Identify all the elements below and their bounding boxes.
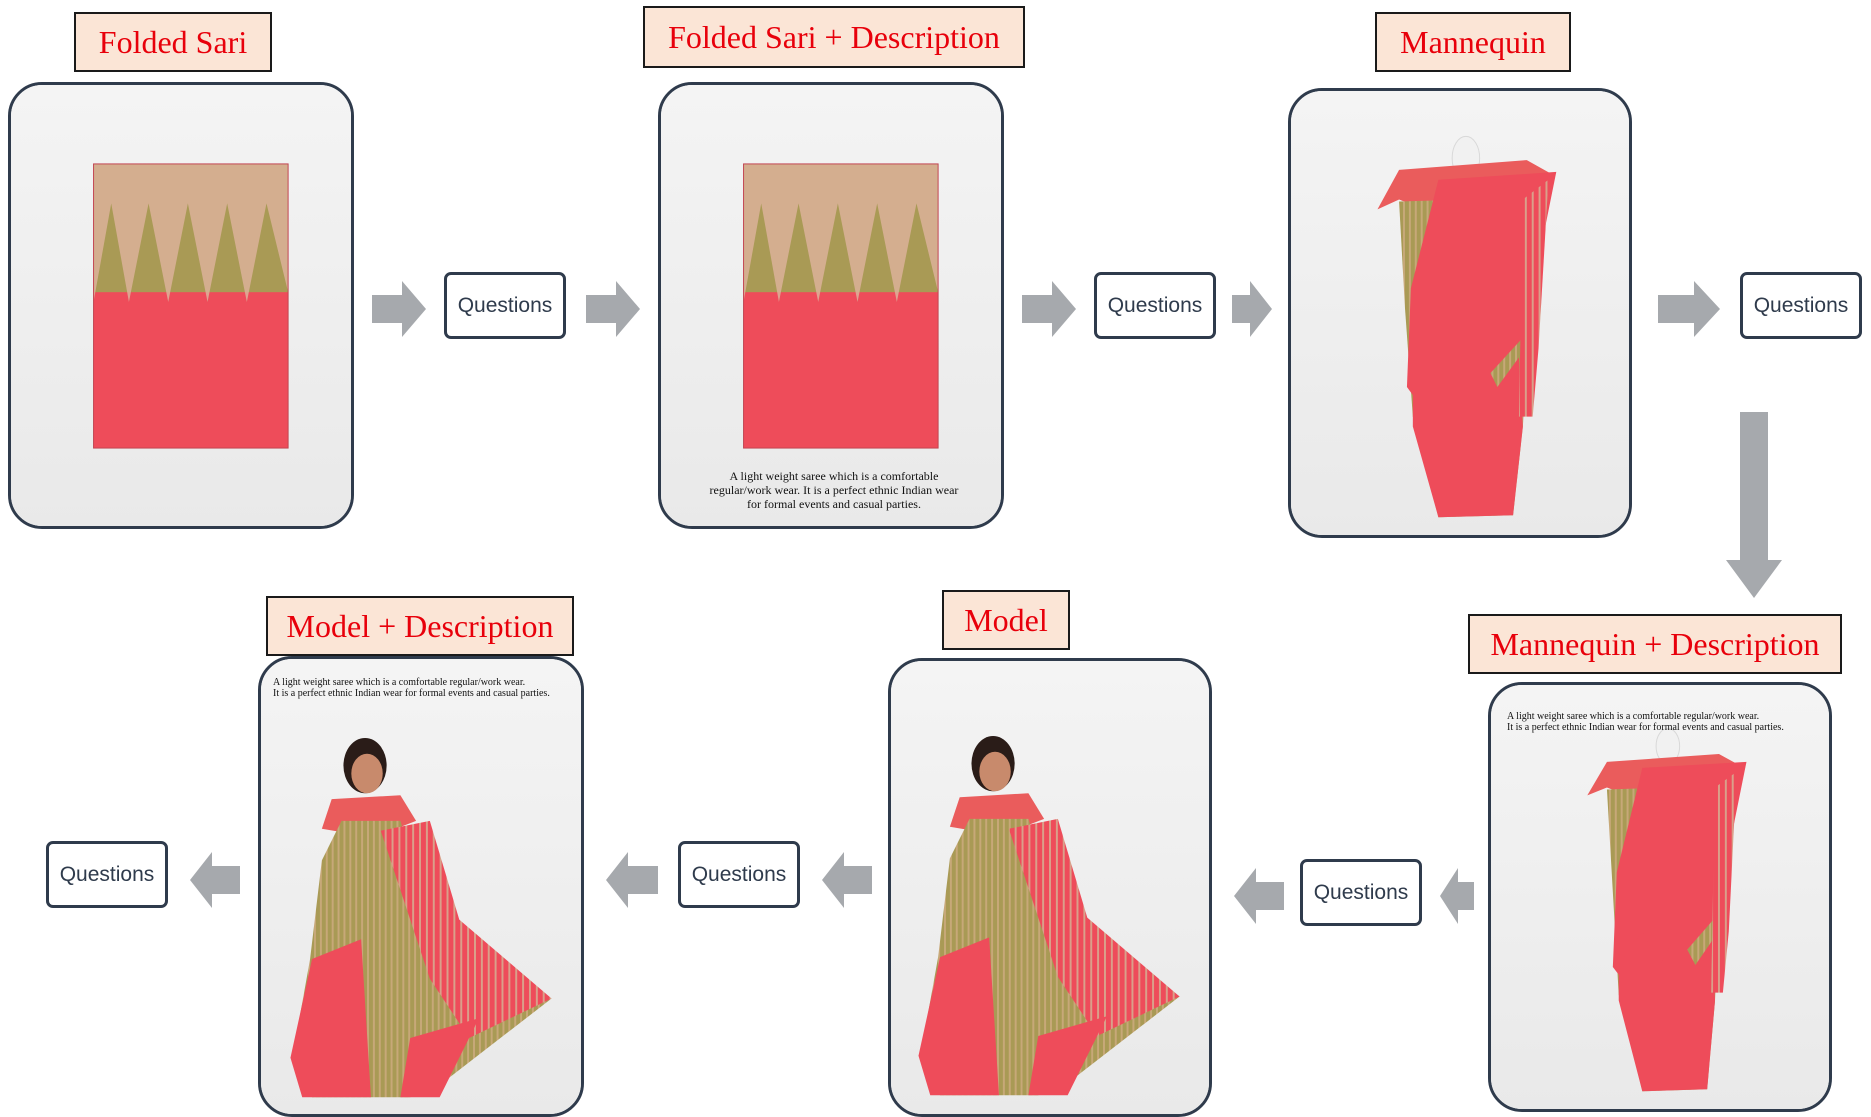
description-text: A light weight saree which is a comforta… (671, 469, 997, 511)
arrow-right (586, 281, 640, 337)
description-text: A light weight saree which is a comforta… (1507, 711, 1827, 733)
model-image (888, 658, 1212, 1117)
questions-box: Questions (444, 272, 566, 339)
arrow-right (1232, 281, 1272, 337)
arrow-left (190, 852, 240, 908)
label-mannequin-description: Mannequin + Description (1468, 614, 1842, 674)
questions-box: Questions (678, 841, 800, 908)
label-mannequin: Mannequin (1375, 12, 1571, 72)
arrow-left (822, 852, 872, 908)
label-model: Model (942, 590, 1070, 650)
model-description-image: A light weight saree which is a comforta… (258, 656, 584, 1117)
arrow-right (372, 281, 426, 337)
mannequin-description-image: A light weight saree which is a comforta… (1488, 682, 1832, 1112)
description-text: A light weight saree which is a comforta… (273, 677, 579, 699)
questions-box: Questions (1740, 272, 1862, 339)
mannequin-image (1288, 88, 1632, 538)
questions-box: Questions (46, 841, 168, 908)
folded-sari-image (8, 82, 354, 529)
label-model-description: Model + Description (266, 596, 574, 656)
arrow-right (1658, 281, 1720, 337)
questions-box: Questions (1094, 272, 1216, 339)
arrow-left (1440, 868, 1474, 924)
arrow-right (1022, 281, 1076, 337)
folded-sari-description-image: A light weight saree which is a comforta… (658, 82, 1004, 529)
arrow-left (606, 852, 658, 908)
label-folded-sari-description: Folded Sari + Description (643, 6, 1025, 68)
arrow-left (1234, 868, 1284, 924)
label-folded-sari: Folded Sari (74, 12, 272, 72)
questions-box: Questions (1300, 859, 1422, 926)
arrow-down (1726, 412, 1782, 598)
